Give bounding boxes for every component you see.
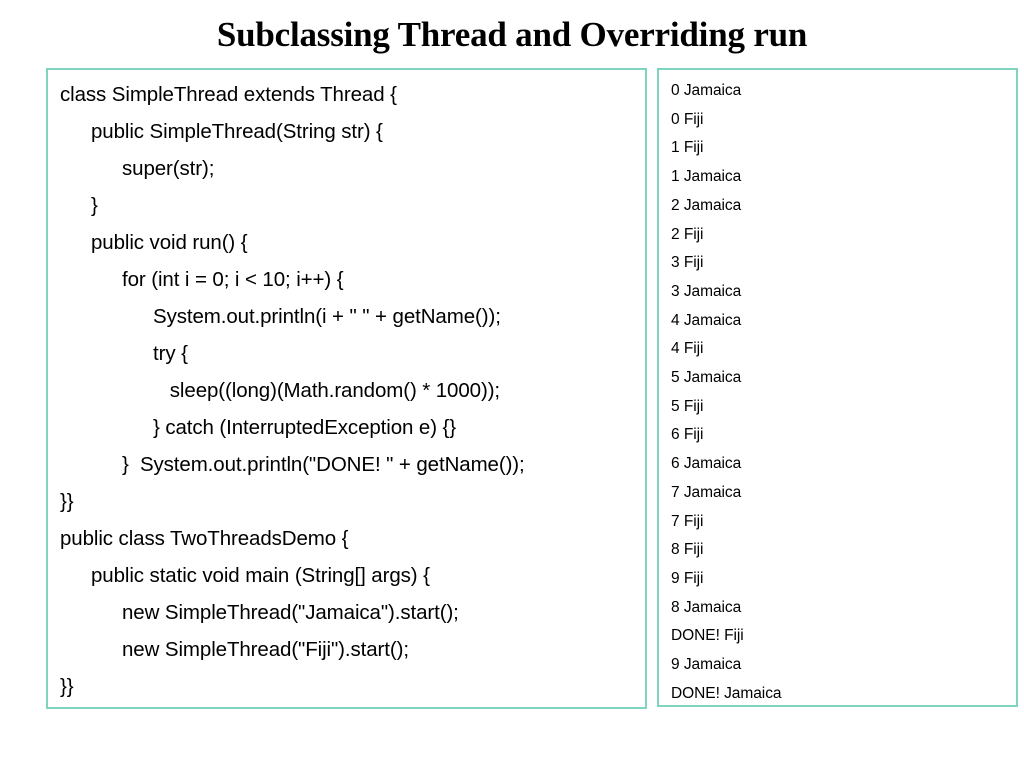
code-line: public class TwoThreadsDemo { — [60, 527, 349, 550]
code-line: super(str); — [122, 157, 215, 180]
output-line: 1 Jamaica — [671, 168, 742, 186]
output-line: 6 Jamaica — [671, 455, 742, 473]
code-line: }} — [60, 675, 74, 698]
code-line: }} — [60, 490, 74, 513]
output-line: 5 Fiji — [671, 397, 704, 415]
output-line: 0 Fiji — [671, 110, 704, 128]
output-line: 3 Jamaica — [671, 282, 742, 300]
code-line: new SimpleThread("Fiji").start(); — [122, 638, 409, 661]
code-line: System.out.println(i + " " + getName()); — [153, 305, 501, 328]
output-line: 2 Jamaica — [671, 196, 742, 214]
code-panel: class SimpleThread extends Thread { publi… — [46, 68, 647, 709]
code-line: } — [91, 194, 98, 217]
output-panel: 0 Jamaica 0 Fiji 1 Fiji 1 Jamaica 2 Jamaica 2… — [657, 68, 1018, 707]
output-line: 3 Fiji — [671, 254, 704, 272]
output-line: DONE! Fiji — [671, 627, 744, 645]
output-line: 4 Jamaica — [671, 311, 742, 329]
code-line: } catch (InterruptedException e) {} — [153, 416, 457, 439]
code-line: } System.out.println("DONE! " + getName(… — [122, 453, 525, 476]
output-line: 5 Jamaica — [671, 369, 742, 387]
output-line: 9 Jamaica — [671, 656, 742, 674]
output-line: 6 Fiji — [671, 426, 704, 444]
output-line: 7 Fiji — [671, 512, 704, 530]
output-line: 8 Fiji — [671, 541, 704, 559]
code-line: sleep((long)(Math.random() * 1000)); — [153, 379, 501, 402]
output-line: 1 Fiji — [671, 139, 704, 157]
output-line: 8 Jamaica — [671, 598, 742, 616]
code-line: for (int i = 0; i < 10; i++) { — [122, 268, 344, 291]
code-line: public SimpleThread(String str) { — [91, 120, 383, 143]
code-line: try { — [153, 342, 188, 365]
code-line: new SimpleThread("Jamaica").start(); — [122, 601, 459, 624]
output-line: DONE! Jamaica — [671, 684, 782, 702]
output-line: 4 Fiji — [671, 340, 704, 358]
code-line: public void run() { — [91, 231, 248, 254]
output-line: 2 Fiji — [671, 225, 704, 243]
output-line: 0 Jamaica — [671, 82, 742, 99]
output-line: 9 Fiji — [671, 569, 704, 587]
output-line: 7 Jamaica — [671, 483, 742, 501]
output-line-list: 0 Jamaica 0 Fiji 1 Fiji 1 Jamaica 2 Jamaica 2… — [671, 77, 1014, 705]
code-line: class SimpleThread extends Thread { — [60, 83, 397, 106]
code-line: public static void main (String[] args) … — [91, 564, 430, 587]
code-line-list: class SimpleThread extends Thread { publi… — [60, 76, 643, 705]
page-title: Subclassing Thread and Overriding run — [216, 15, 808, 54]
